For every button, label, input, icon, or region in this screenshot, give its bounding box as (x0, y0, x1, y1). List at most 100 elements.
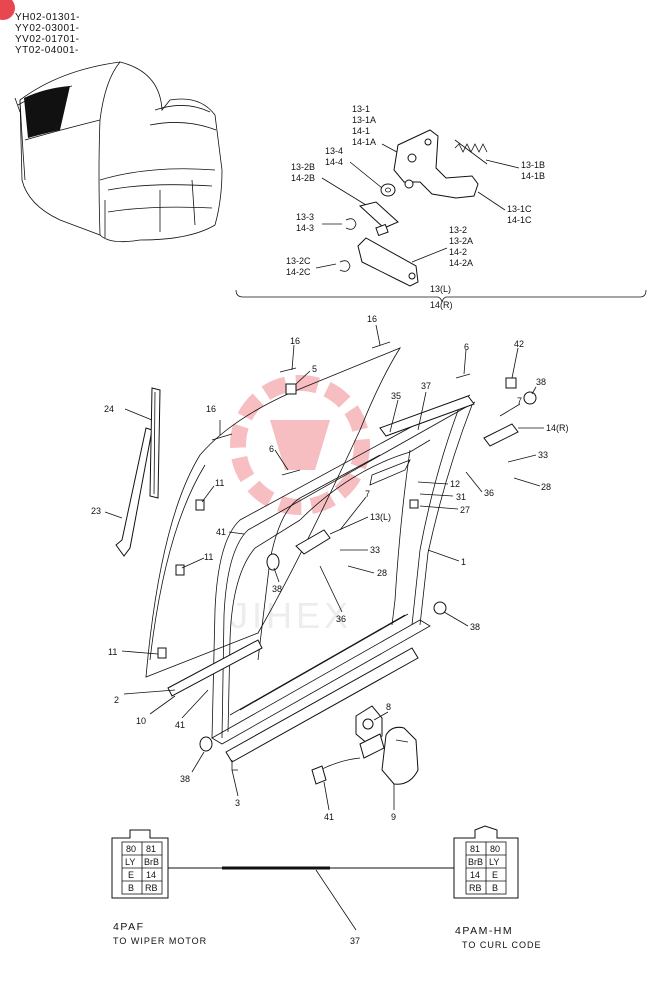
hinge-plate (358, 201, 399, 229)
callout-38-lower: 38 (180, 774, 190, 784)
callout-38-left: 38 (272, 584, 282, 594)
serial-2: YY02-03001- (15, 23, 79, 34)
bumper-38-left (266, 553, 280, 571)
callout-37-cable: 37 (350, 936, 360, 946)
hinge-spring (454, 143, 488, 153)
svg-text:13-2A: 13-2A (449, 236, 473, 246)
wiper-motor (311, 705, 385, 785)
callout-13-1: 13-1 13-1A 14-1 14-1A (352, 104, 376, 147)
main-assembly: 16 16 16 5 6 6 42 37 35 38 7 14(R) 33 28… (91, 314, 569, 822)
svg-text:14-4: 14-4 (325, 157, 343, 167)
svg-text:13-2C: 13-2C (286, 256, 311, 266)
callout-11-c: 11 (108, 647, 117, 657)
svg-text:13-2B: 13-2B (291, 162, 315, 172)
clip-11-b (175, 564, 185, 576)
callout-10: 10 (136, 716, 146, 726)
hinge-13L (295, 529, 331, 555)
bumper-38-top (523, 391, 537, 405)
seal-strip-10 (167, 639, 263, 697)
callout-14R: 14(R) (546, 423, 569, 433)
left-pin-81: 81 (146, 844, 156, 854)
callout-36-right: 36 (484, 488, 494, 498)
wire-harness-top (299, 439, 431, 521)
bolt-42 (505, 377, 517, 389)
left-connector-subtitle: TO WIPER MOTOR (113, 936, 207, 946)
windshield-glass-highlight (24, 86, 70, 138)
right-pin-brb: BrB (468, 857, 483, 867)
callout-13-2: 13-2 13-2A 14-2 14-2A (449, 225, 473, 268)
callout-38-right: 38 (470, 622, 480, 632)
svg-text:14-1A: 14-1A (352, 137, 376, 147)
clip-11-c (157, 647, 167, 659)
bottom-rail (211, 619, 431, 745)
callout-13L: 13(L) (370, 512, 391, 522)
right-pin-80: 80 (490, 844, 500, 854)
left-connector-code: 4PAF (113, 921, 144, 933)
watermark-text: JIHEX (230, 595, 352, 636)
svg-text:14-3: 14-3 (296, 223, 314, 233)
right-pin-81: 81 (470, 844, 480, 854)
hinge-clip-upper (345, 218, 357, 230)
left-pin-brb: BrB (144, 857, 159, 867)
callout-9: 9 (391, 812, 396, 822)
svg-text:13-1: 13-1 (352, 104, 370, 114)
svg-text:14-2C: 14-2C (286, 267, 311, 277)
callout-31: 31 (456, 492, 466, 502)
callout-11-a: 11 (215, 478, 224, 488)
serial-4: YT02-04001- (15, 45, 79, 56)
callout-16-b: 16 (367, 314, 377, 324)
svg-text:14-1: 14-1 (352, 126, 370, 136)
callout-33-right: 33 (538, 450, 548, 460)
callout-5: 5 (312, 364, 317, 374)
callout-13-4: 13-4 14-4 (325, 146, 343, 167)
assembly-label-left: 13(L) (430, 284, 451, 294)
left-pin-rb: RB (145, 883, 158, 893)
leader-lines (104, 324, 544, 811)
watermark-logo: JIHEX (230, 375, 370, 636)
callout-13-2B: 13-2B 14-2B (291, 162, 315, 183)
callout-13-2C: 13-2C 14-2C (286, 256, 311, 277)
callout-13-1C: 13-1C 14-1C (507, 204, 532, 225)
clip-11-a (195, 499, 205, 511)
left-pin-80: 80 (126, 844, 136, 854)
svg-text:14-1B: 14-1B (521, 171, 545, 181)
cable-37: 37 (168, 866, 454, 946)
svg-text:14-2B: 14-2B (291, 173, 315, 183)
callout-11-b: 11 (204, 552, 213, 562)
callout-6-b: 6 (269, 444, 274, 454)
right-pin-b: B (492, 883, 498, 893)
svg-text:14-1C: 14-1C (507, 215, 532, 225)
callout-6-a: 6 (464, 342, 469, 352)
assembly-brace (235, 289, 647, 303)
bumper-38-lower (199, 736, 213, 752)
svg-text:13-2: 13-2 (449, 225, 467, 235)
right-connector-subtitle: TO CURL CODE (462, 940, 542, 950)
right-pin-rb: RB (469, 883, 482, 893)
svg-text:13-1A: 13-1A (352, 115, 376, 125)
serial-list: YH02-01301- YY02-03001- YV02-01701- YT02… (15, 12, 79, 56)
callout-41-a: 41 (216, 527, 226, 537)
connector-4paf: 80 81 LY BrB E 14 B RB 4PAF TO WIPER MOT… (111, 829, 207, 946)
stopper-5 (285, 383, 297, 395)
callout-28-right: 28 (541, 482, 551, 492)
left-pin-ly: LY (125, 857, 135, 867)
left-pin-b: B (128, 883, 134, 893)
left-pin-14: 14 (146, 870, 156, 880)
svg-text:14-2: 14-2 (449, 247, 467, 257)
callout-2: 2 (114, 695, 119, 705)
hinge-14R (483, 423, 519, 447)
callout-24: 24 (104, 404, 114, 414)
callout-35: 35 (391, 391, 401, 401)
left-pin-e: E (128, 870, 134, 880)
callout-13-1B: 13-1B 14-1B (521, 160, 545, 181)
hinge-clip-lower (339, 260, 351, 272)
callout-7-mid: 7 (365, 489, 370, 499)
svg-text:14-2A: 14-2A (449, 258, 473, 268)
callout-7-top: 7 (517, 396, 522, 406)
callout-41-b: 41 (175, 720, 185, 730)
hinge-washer (380, 183, 396, 197)
connector-4pam-hm: 81 80 BrB LY 14 E RB B 4PAM-HM TO CURL C… (453, 825, 542, 950)
door-frame-right (411, 399, 463, 626)
callout-42: 42 (514, 339, 524, 349)
